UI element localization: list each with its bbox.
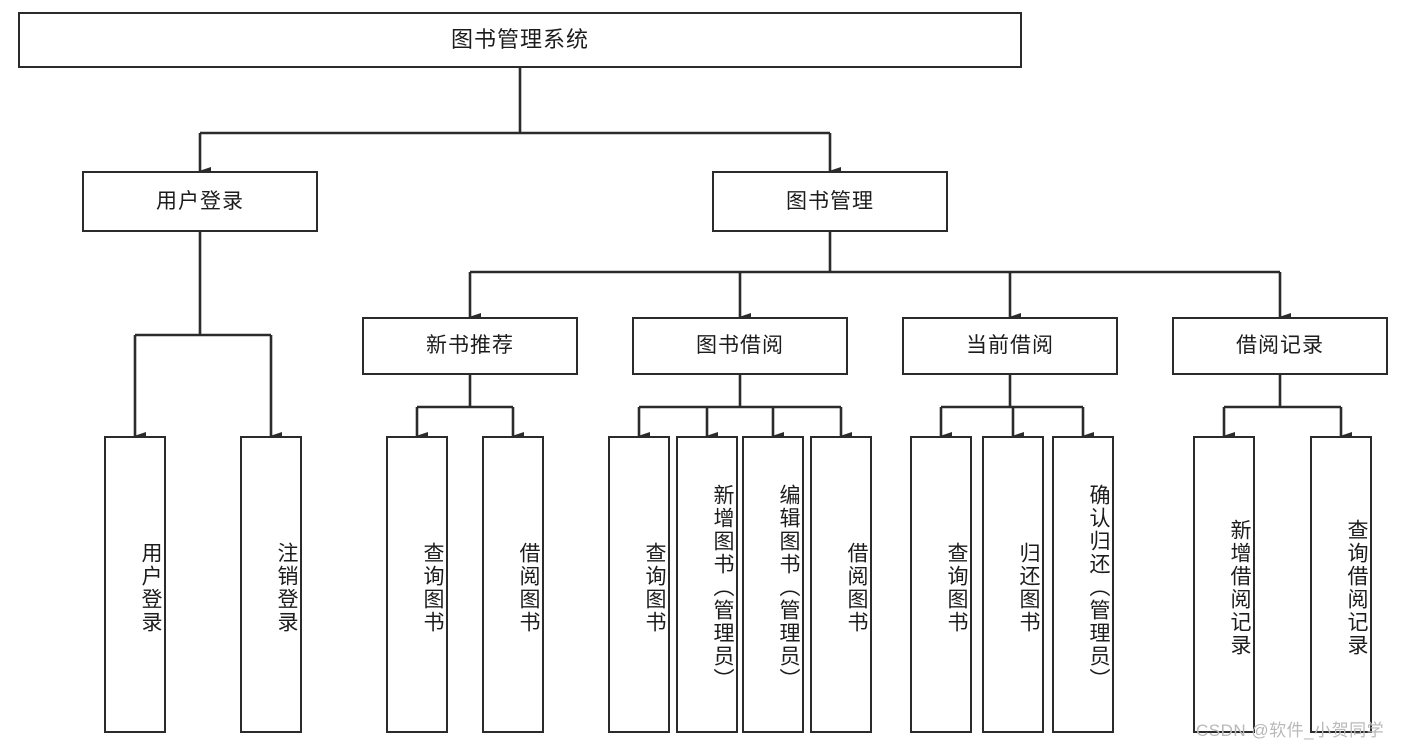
- node-user-login[interactable]: 用户登录: [82, 171, 318, 232]
- node-leaf-query-record[interactable]: 查询借阅记录: [1310, 436, 1372, 733]
- node-leaf-add-book[interactable]: 新增图书（管理员）: [676, 436, 738, 733]
- node-borrow-record[interactable]: 借阅记录: [1172, 317, 1388, 375]
- connector-lines: [133, 68, 1352, 440]
- node-root[interactable]: 图书管理系统: [18, 12, 1022, 68]
- node-new-book-rec[interactable]: 新书推荐: [362, 317, 578, 375]
- node-label: 注销登录: [275, 541, 298, 634]
- node-label: 查询图书: [945, 541, 968, 634]
- node-label: 借阅记录: [1236, 334, 1324, 358]
- node-label: 新书推荐: [426, 334, 514, 358]
- node-leaf-query-book-3[interactable]: 查询图书: [910, 436, 972, 733]
- node-label: 图书管理系统: [450, 26, 589, 52]
- node-label: 借阅图书: [845, 541, 868, 634]
- node-leaf-query-book-2[interactable]: 查询图书: [608, 436, 670, 733]
- node-label: 图书管理: [786, 189, 874, 213]
- node-label: 用户登录: [156, 189, 244, 213]
- node-label: 用户登录: [139, 541, 162, 634]
- node-label: 新增借阅记录: [1228, 518, 1251, 657]
- node-label: 借阅图书: [517, 541, 540, 634]
- node-leaf-add-record[interactable]: 新增借阅记录: [1193, 436, 1255, 733]
- node-leaf-confirm-return[interactable]: 确认归还（管理员）: [1052, 436, 1114, 733]
- node-label: 查询图书: [421, 541, 444, 634]
- node-leaf-user-login[interactable]: 用户登录: [104, 436, 166, 733]
- node-leaf-logout[interactable]: 注销登录: [240, 436, 302, 733]
- node-book-borrow[interactable]: 图书借阅: [632, 317, 848, 375]
- node-book-manage[interactable]: 图书管理: [712, 171, 948, 232]
- node-leaf-query-book-1[interactable]: 查询图书: [386, 436, 448, 733]
- node-label: 新增图书（管理员）: [711, 484, 734, 691]
- node-label: 归还图书: [1017, 541, 1040, 634]
- node-leaf-borrow-book-1[interactable]: 借阅图书: [482, 436, 544, 733]
- node-label: 编辑图书（管理员）: [777, 484, 800, 691]
- node-label: 当前借阅: [966, 334, 1054, 358]
- node-leaf-edit-book[interactable]: 编辑图书（管理员）: [742, 436, 804, 733]
- node-label: 确认归还（管理员）: [1087, 484, 1110, 691]
- node-leaf-borrow-book-2[interactable]: 借阅图书: [810, 436, 872, 733]
- node-leaf-return-book[interactable]: 归还图书: [982, 436, 1044, 733]
- node-label: 图书借阅: [696, 334, 784, 358]
- node-label: 查询借阅记录: [1345, 518, 1368, 657]
- node-label: 查询图书: [643, 541, 666, 634]
- node-current-borrow[interactable]: 当前借阅: [902, 317, 1118, 375]
